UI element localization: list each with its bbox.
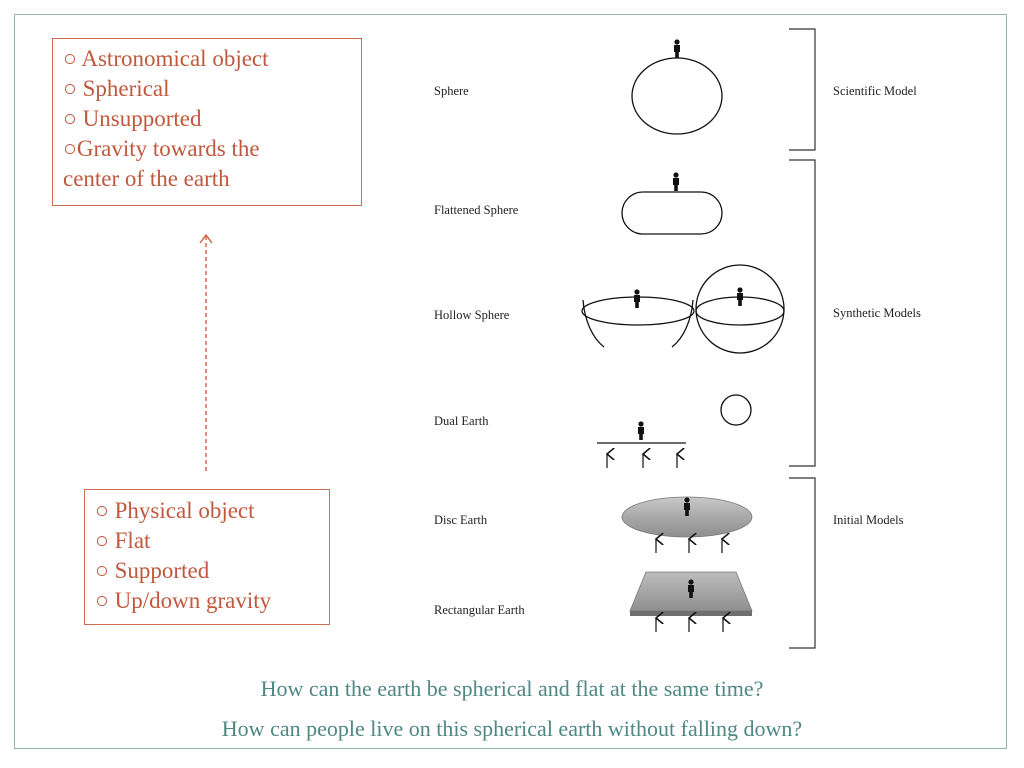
physical-attributes-box: ○ Physical object ○ Flat ○ Supported ○ U… xyxy=(84,489,330,625)
person-icon xyxy=(688,579,694,598)
slide-frame xyxy=(14,14,1007,749)
sphere-model xyxy=(631,39,723,135)
attribute-line: ○ Astronomical object xyxy=(63,46,269,71)
attribute-line: ○ Spherical xyxy=(63,76,170,101)
person-icon xyxy=(634,289,640,308)
disc-earth-model xyxy=(621,496,753,553)
attribute-line: ○ Unsupported xyxy=(63,106,202,131)
attribute-line: ○ Up/down gravity xyxy=(95,588,272,613)
dual-earth-label: Dual Earth xyxy=(434,414,489,428)
attribute-line: ○ Physical object xyxy=(95,498,255,523)
person-icon xyxy=(737,287,743,306)
flattened-sphere-model xyxy=(621,172,723,235)
synthetic-models-label: Synthetic Models xyxy=(833,306,921,320)
attribute-line: ○ Supported xyxy=(95,558,210,583)
scientific-model-label: Scientific Model xyxy=(833,84,917,98)
hollow-sphere-model-left xyxy=(581,289,695,348)
rectangular-earth-label: Rectangular Earth xyxy=(434,603,525,617)
attribute-line: center of the earth xyxy=(63,166,230,191)
hollow-sphere-label: Hollow Sphere xyxy=(434,308,510,322)
sphere-label: Sphere xyxy=(434,84,469,98)
flattened-sphere-label: Flattened Sphere xyxy=(434,203,519,217)
initial-bracket xyxy=(789,477,816,649)
scientific-bracket xyxy=(789,28,816,151)
initial-models-label: Initial Models xyxy=(833,513,904,527)
astronomical-attributes-box: ○ Astronomical object ○ Spherical ○ Unsu… xyxy=(52,38,362,206)
synthetic-bracket xyxy=(789,159,816,467)
rectangular-earth-model xyxy=(629,571,753,632)
person-icon xyxy=(684,497,690,516)
disc-earth-label: Disc Earth xyxy=(434,513,488,527)
person-icon xyxy=(674,39,680,58)
question-spherical-flat: How can the earth be spherical and flat … xyxy=(260,676,764,701)
person-icon xyxy=(638,421,644,440)
attribute-line: ○ Flat xyxy=(95,528,151,553)
dual-earth-model xyxy=(597,394,752,468)
hollow-sphere-model-right xyxy=(695,264,785,354)
attribute-line: ○Gravity towards the xyxy=(63,136,260,161)
question-falling-down: How can people live on this spherical ea… xyxy=(221,716,803,741)
person-icon xyxy=(673,172,679,191)
progression-arrow xyxy=(199,233,213,471)
